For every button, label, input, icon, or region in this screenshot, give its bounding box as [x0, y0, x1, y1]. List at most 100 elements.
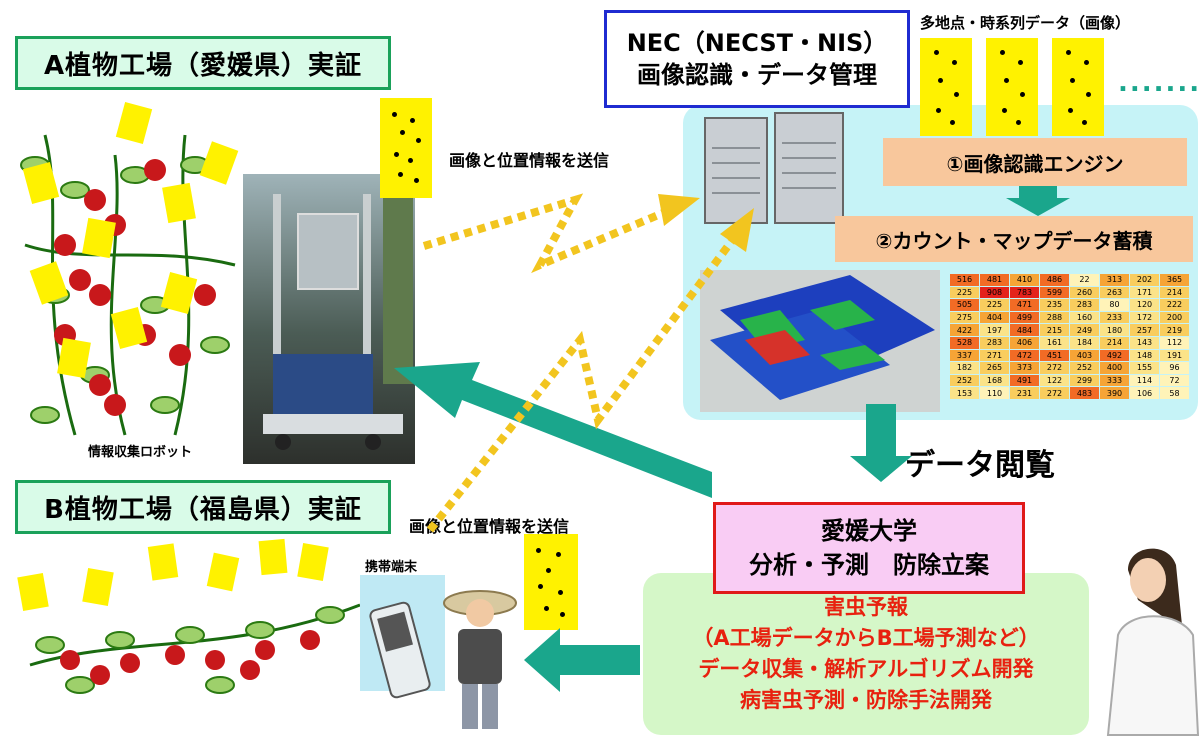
time-series-trap-3 — [1052, 38, 1104, 136]
heatmap-cell: 403 — [1070, 349, 1099, 362]
heatmap-cell: 110 — [980, 387, 1009, 399]
heatmap-cell: 263 — [1100, 286, 1129, 299]
factory-a-title: A植物工場（愛媛県）実証 — [15, 36, 391, 90]
heatmap-cell: 373 — [1010, 362, 1039, 374]
time-series-trap-1 — [920, 38, 972, 136]
heatmap-cell: 153 — [950, 387, 979, 399]
heatmap-cell: 225 — [950, 286, 979, 299]
task-pest-forecast: 害虫予報 — [824, 595, 908, 619]
heatmap-cell: 783 — [1010, 286, 1039, 299]
heatmap-cell: 283 — [1070, 299, 1099, 311]
sticky-trap-a — [380, 98, 432, 198]
heatmap-cell: 182 — [950, 362, 979, 374]
heatmap-cell: 112 — [1160, 337, 1189, 349]
heatmap-cell: 400 — [1100, 362, 1129, 374]
heatmap-cell: 471 — [1010, 299, 1039, 311]
heatmap-cell: 271 — [980, 349, 1009, 362]
ehime-panel — [643, 573, 1089, 735]
ehime-title-box: 愛媛大学 分析・予測 防除立案 — [713, 502, 1025, 594]
heatmap-cell: 120 — [1130, 299, 1159, 311]
dotted-path-a — [422, 193, 672, 274]
heatmap-cell: 231 — [1010, 387, 1039, 399]
arrow-engine-to-store — [1006, 186, 1070, 216]
data-view-label: データ閲覧 — [905, 448, 1055, 483]
heatmap-cell: 472 — [1010, 349, 1039, 362]
heatmap-cell: 599 — [1040, 286, 1069, 299]
heatmap-cell: 184 — [1070, 337, 1099, 349]
heatmap-cell: 214 — [1100, 337, 1129, 349]
arrowhead-b — [720, 208, 754, 252]
heatmap-cell: 155 — [1130, 362, 1159, 374]
heatmap-cell: 219 — [1160, 324, 1189, 336]
heatmap-cell: 275 — [950, 311, 979, 324]
arrow-ehime-to-robot — [394, 362, 712, 498]
heatmap-cell: 252 — [1070, 362, 1099, 374]
ehime-title-line1: 愛媛大学 — [821, 517, 917, 545]
heatmap-cell: 499 — [1010, 311, 1039, 324]
heatmap-cell: 214 — [1160, 286, 1189, 299]
heatmap-cell: 171 — [1130, 286, 1159, 299]
arrow-nec-to-ehime — [850, 404, 912, 482]
task-control-dev: 病害虫予測・防除手法開発 — [740, 688, 992, 712]
heatmap-cell: 191 — [1160, 349, 1189, 362]
tomato-plants-b — [17, 538, 361, 694]
tomato-plants-a — [20, 101, 239, 436]
greenhouse-map — [700, 270, 940, 412]
heatmap-cell: 908 — [980, 286, 1009, 299]
heatmap-cell: 265 — [980, 362, 1009, 374]
heatmap-cell: 483 — [1070, 387, 1099, 399]
heatmap-cell: 168 — [980, 374, 1009, 387]
heatmap-cell: 333 — [1100, 374, 1129, 387]
ehime-task-list: 害虫予報 （A工場データからB工場予測など） データ収集・解析アルゴリズム開発 … — [650, 592, 1082, 716]
store-box: ②カウント・マップデータ蓄積 — [835, 216, 1193, 262]
heatmap-cell: 257 — [1130, 324, 1159, 336]
task-algorithm-dev: データ収集・解析アルゴリズム開発 — [698, 657, 1034, 681]
arrow-ehime-to-farmer — [524, 628, 640, 692]
heatmap-cell: 235 — [1040, 299, 1069, 311]
heatmap-cell: 249 — [1070, 324, 1099, 336]
heatmap-cell: 72 — [1160, 374, 1189, 387]
heatmap-cell: 260 — [1070, 286, 1099, 299]
heatmap-cell: 172 — [1130, 311, 1159, 324]
heatmap-cell: 80 — [1100, 299, 1129, 311]
heatmap-cell: 222 — [1160, 299, 1189, 311]
dotted-path-b — [426, 227, 744, 533]
ehime-title-line2: 分析・予測 防除立案 — [749, 551, 989, 579]
heatmap-cell: 505 — [950, 299, 979, 311]
heatmap-cell: 96 — [1160, 362, 1189, 374]
researcher-figure — [1106, 548, 1200, 736]
heatmap-cell: 202 — [1130, 274, 1159, 286]
heatmap-cell: 451 — [1040, 349, 1069, 362]
heatmap-cell: 143 — [1130, 337, 1159, 349]
task-forecast-example: （A工場データからB工場予測など） — [692, 626, 1040, 650]
heatmap-cell: 148 — [1130, 349, 1159, 362]
heatmap-cell: 58 — [1160, 387, 1189, 399]
heatmap-cell: 390 — [1100, 387, 1129, 399]
mobile-caption: 携帯端末 — [365, 560, 418, 575]
send-label-b: 画像と位置情報を送信 — [409, 517, 570, 536]
heatmap-cell: 404 — [980, 311, 1009, 324]
heatmap-cell: 481 — [980, 274, 1009, 286]
heatmap-cell: 283 — [980, 337, 1009, 349]
send-label-a: 画像と位置情報を送信 — [449, 151, 610, 170]
heatmap-cell: 337 — [950, 349, 979, 362]
heatmap-cell: 313 — [1100, 274, 1129, 286]
heatmap-cell: 299 — [1070, 374, 1099, 387]
heatmap-cell: 365 — [1160, 274, 1189, 286]
heatmap-cell: 233 — [1100, 311, 1129, 324]
mobile-device-icon — [369, 601, 431, 699]
farmer-figure — [443, 590, 517, 729]
nec-title-line1: NEC（NECST・NIS） — [626, 29, 888, 57]
heatmap-cell: 516 — [950, 274, 979, 286]
nec-title-line2: 画像認識・データ管理 — [637, 61, 877, 89]
heatmap-cell: 422 — [950, 324, 979, 336]
heatmap-cell: 161 — [1040, 337, 1069, 349]
heatmap-cell: 528 — [950, 337, 979, 349]
time-series-trap-2 — [986, 38, 1038, 136]
heatmap-cell: 486 — [1040, 274, 1069, 286]
heatmap-cell: 272 — [1040, 362, 1069, 374]
time-series-ellipsis: ....... — [1118, 68, 1200, 98]
arrowhead-a — [658, 194, 700, 226]
